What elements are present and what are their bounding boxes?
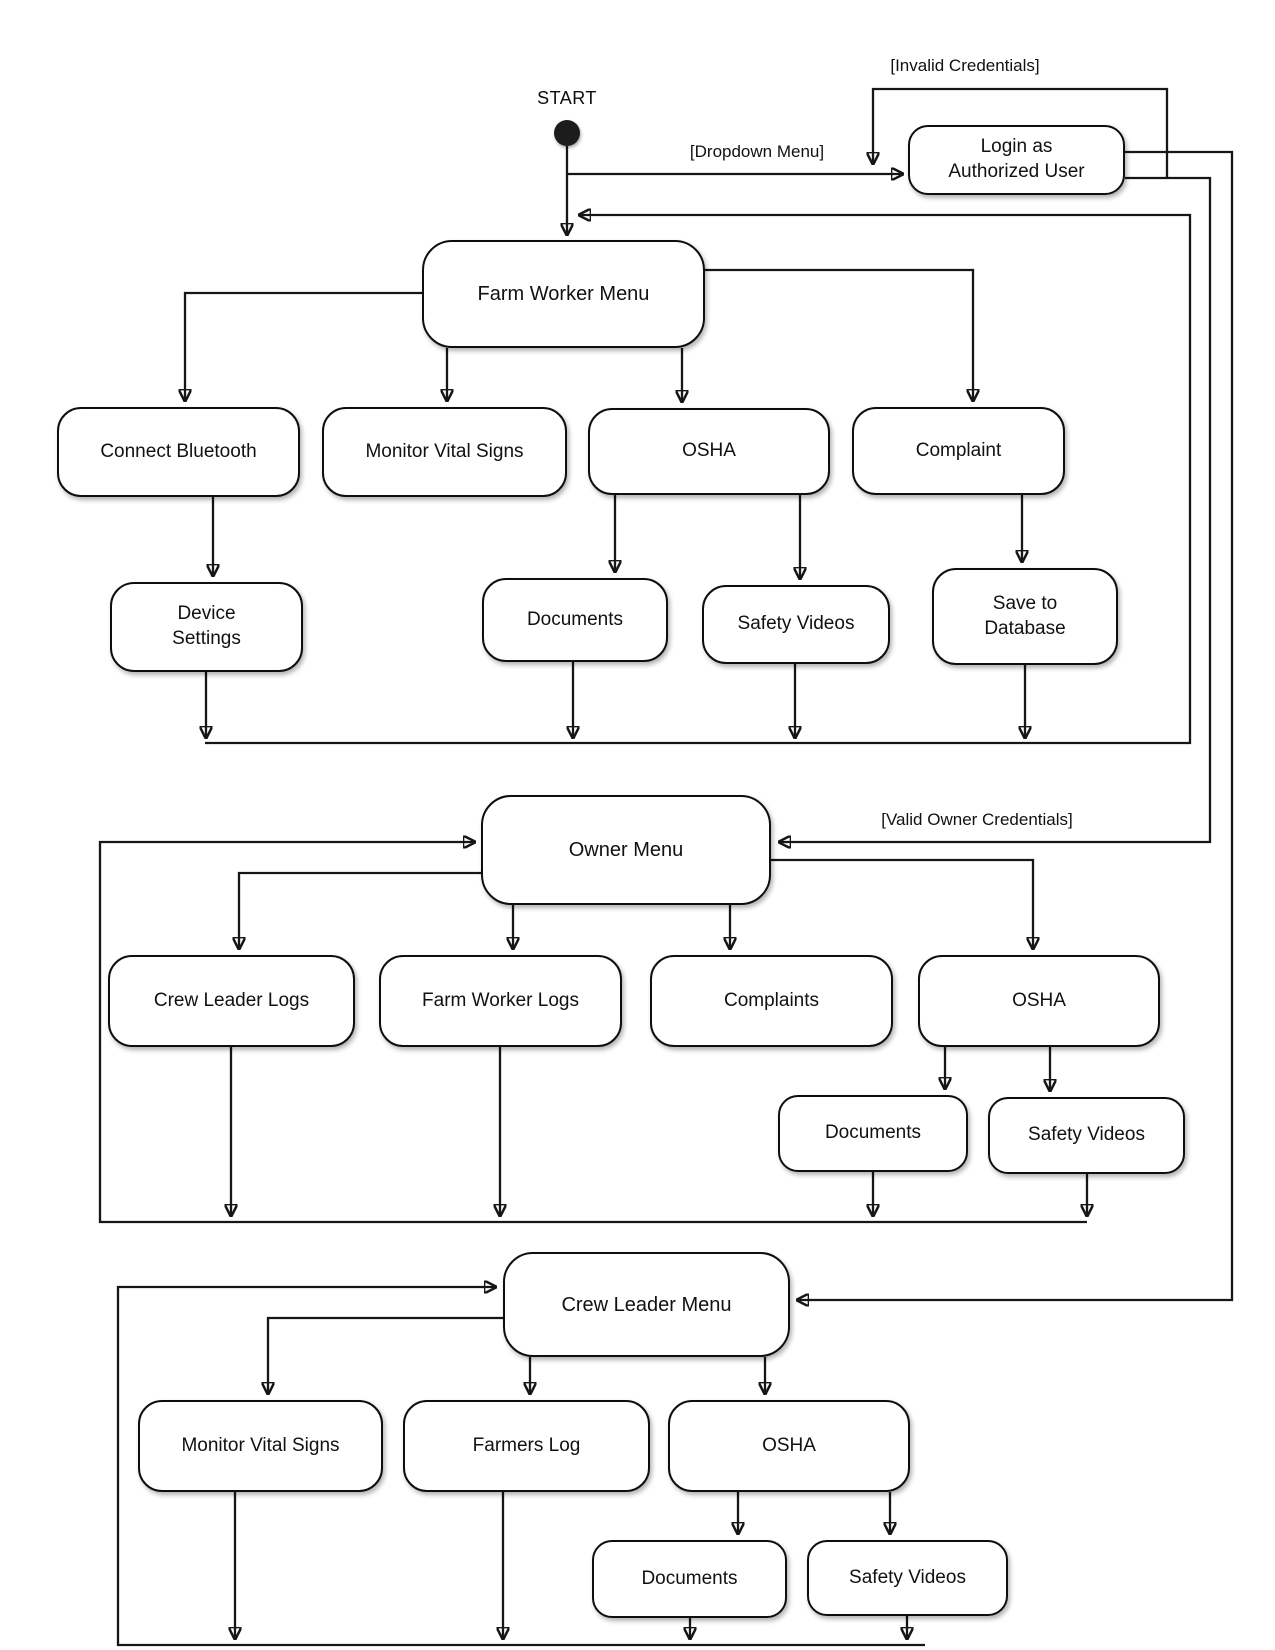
node-save-to-database: Save to Database	[932, 568, 1118, 665]
edge-invalid-credentials-loop	[873, 87, 1169, 178]
node-safety-videos-owner: Safety Videos	[988, 1097, 1185, 1174]
node-osha-cl: OSHA	[668, 1400, 910, 1492]
node-farm-worker-logs: Farm Worker Logs	[379, 955, 622, 1047]
node-crew-leader-logs: Crew Leader Logs	[108, 955, 355, 1047]
edge-owner-return-loop	[98, 842, 1087, 1224]
start-label: START	[537, 88, 597, 108]
node-device-settings: Device Settings	[110, 582, 303, 672]
edge-owner-menu-to-osha-owner	[771, 858, 1033, 949]
node-osha-owner: OSHA	[918, 955, 1160, 1047]
node-complaint: Complaint	[852, 407, 1065, 495]
node-owner-menu: Owner Menu	[481, 795, 771, 905]
edge-label-valid-owner-credentials: [Valid Owner Credentials]	[881, 810, 1073, 829]
node-complaints-owner: Complaints	[650, 955, 893, 1047]
node-crew-leader-menu: Crew Leader Menu	[503, 1252, 790, 1357]
edge-crew-menu-to-monitor-vitals	[268, 1316, 503, 1394]
edge-crew-return-loop	[116, 1287, 925, 1647]
edge-login-to-crew-menu	[797, 150, 1234, 1300]
node-documents-owner: Documents	[778, 1095, 968, 1172]
edge-owner-menu-to-crew-leader-logs	[239, 871, 481, 949]
node-login-authorized-user: Login as Authorized User	[908, 125, 1125, 195]
node-connect-bluetooth: Connect Bluetooth	[57, 407, 300, 497]
node-documents-fw: Documents	[482, 578, 668, 662]
edge-label-dropdown-menu: [Dropdown Menu]	[689, 142, 825, 161]
edge-label-invalid-credentials: [Invalid Credentials]	[890, 56, 1040, 75]
node-safety-videos-cl: Safety Videos	[807, 1540, 1008, 1616]
node-safety-videos-fw: Safety Videos	[702, 585, 890, 664]
node-monitor-vital-signs-fw: Monitor Vital Signs	[322, 407, 567, 497]
start-node	[554, 120, 580, 146]
edge-farm-return-loop	[205, 215, 1192, 745]
node-documents-cl: Documents	[592, 1540, 787, 1618]
edge-farm-menu-to-complaint	[705, 268, 973, 401]
node-farm-worker-menu: Farm Worker Menu	[422, 240, 705, 348]
edge-farm-menu-to-connect-bluetooth	[185, 291, 422, 401]
node-farmers-log: Farmers Log	[403, 1400, 650, 1492]
node-monitor-vital-signs-cl: Monitor Vital Signs	[138, 1400, 383, 1492]
node-osha-fw: OSHA	[588, 408, 830, 495]
